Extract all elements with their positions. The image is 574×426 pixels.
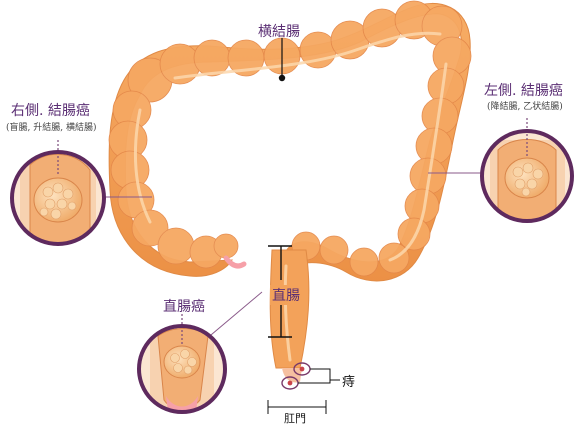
label-hemorrhoid: 痔 — [342, 371, 355, 390]
label-transverse-colon: 横結腸 — [258, 21, 300, 41]
inset-left-colon-cancer — [482, 118, 572, 225]
label-left-colon-cancer: 左側. 結腸癌 — [484, 80, 563, 100]
label-rectal-cancer: 直腸癌 — [163, 296, 205, 316]
label-right-colon-cancer-sub: (盲腸, 升結腸, 横結腸) — [6, 120, 96, 133]
label-rectum: 直腸 — [270, 285, 302, 305]
inset-right-colon-cancer — [12, 140, 104, 250]
label-anus: 肛門 — [284, 410, 306, 426]
inset-rectal-cancer — [139, 314, 225, 414]
leader-line-dot-icon — [279, 75, 285, 81]
label-left-colon-cancer-sub: (降結腸, 乙状結腸) — [487, 99, 563, 112]
colon-body — [109, 1, 471, 382]
label-right-colon-cancer: 右側. 結腸癌 — [11, 100, 90, 120]
